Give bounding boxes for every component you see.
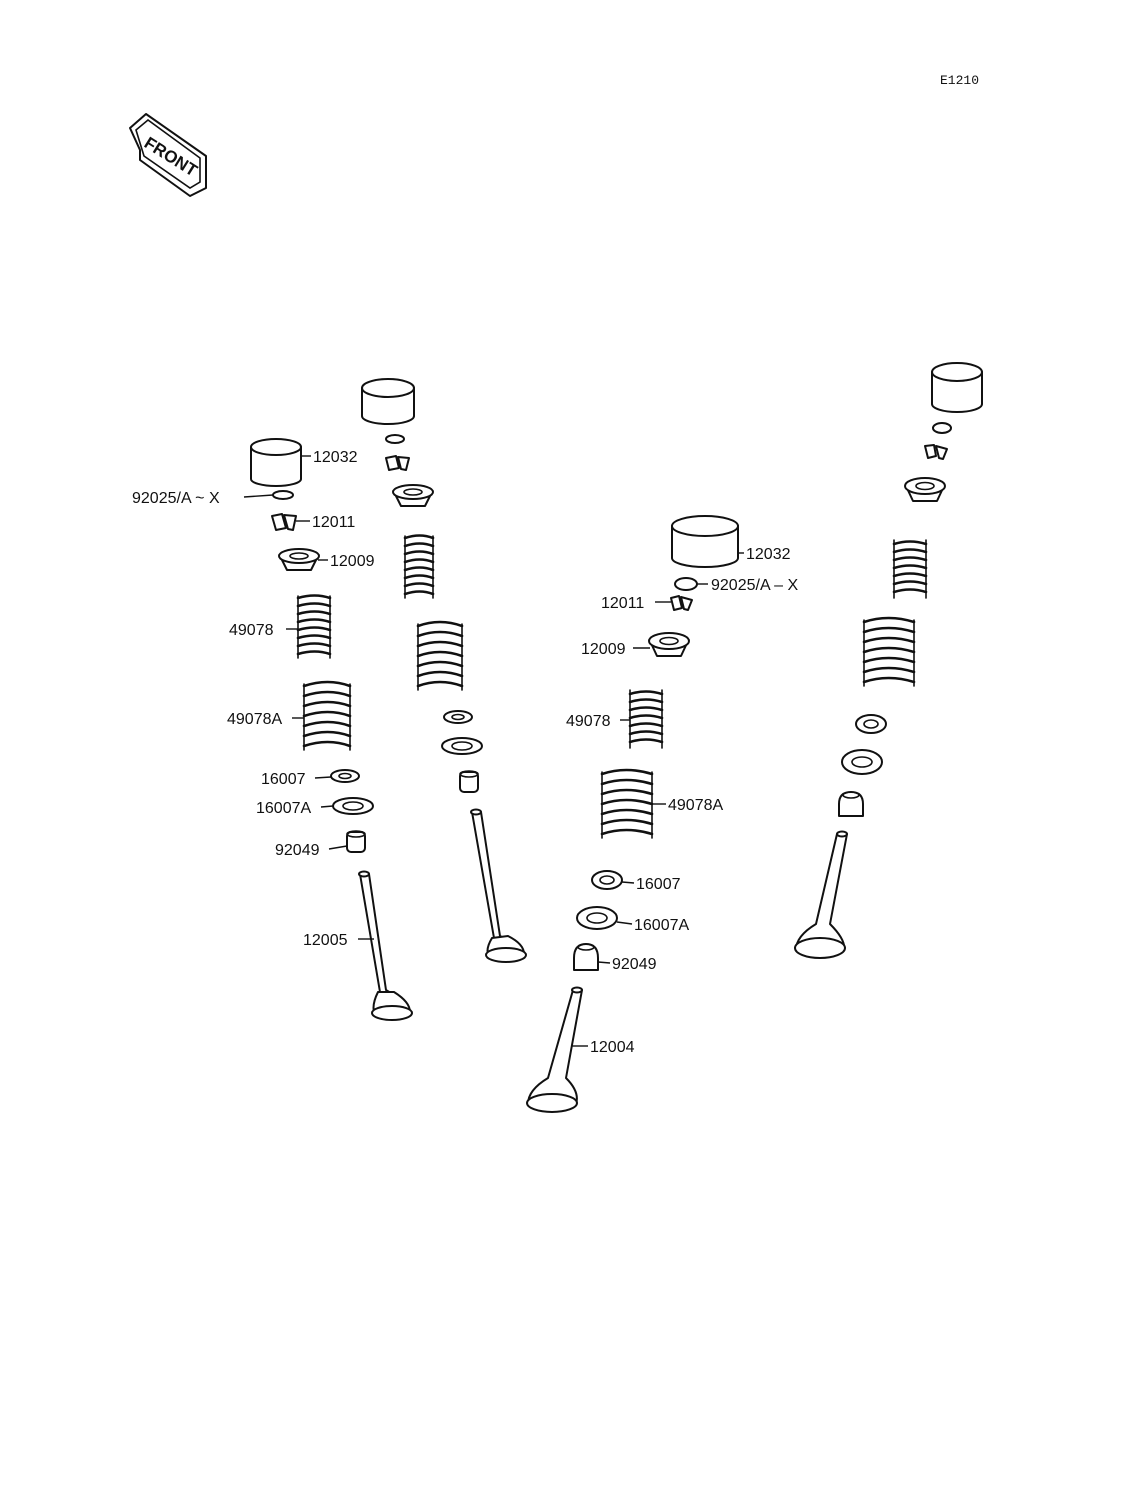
callout-12004: 12004 <box>590 1039 635 1056</box>
adjusting-shim <box>674 577 698 591</box>
spring-seat-large <box>576 906 618 930</box>
spring-retainer <box>904 477 946 502</box>
callout-16007a-left: 16007A <box>256 800 311 817</box>
spring-retainer <box>648 632 690 657</box>
callout-16007-center: 16007 <box>636 876 681 893</box>
callout-92049-left: 92049 <box>275 842 320 859</box>
callout-49078a-center: 49078A <box>668 797 723 814</box>
valve-tappet <box>250 438 302 487</box>
valve-set-right <box>794 362 983 959</box>
callout-49078-center: 49078 <box>566 713 611 730</box>
inner-valve-spring <box>628 689 664 749</box>
valve-set-second <box>361 378 527 963</box>
callout-labels: 12032 92025/A ~ X 12011 12009 49078 4907… <box>132 449 799 1056</box>
valve-set-center <box>526 515 739 1113</box>
spring-retainer <box>278 548 320 571</box>
valve-stem-seal <box>459 770 479 793</box>
callout-16007-left: 16007 <box>261 771 306 788</box>
valve-stem-seal <box>838 791 864 817</box>
spring-seat-large <box>841 749 883 775</box>
spring-seat <box>330 769 360 783</box>
callout-12011-left: 12011 <box>312 514 355 531</box>
adjusting-shim <box>272 490 294 500</box>
callout-12032-left: 12032 <box>313 449 358 466</box>
callout-92025-left: 92025/A ~ X <box>132 490 220 507</box>
callout-92025-center: 92025/A – X <box>711 577 799 594</box>
valve-cotter <box>670 595 693 611</box>
outer-valve-spring <box>600 768 654 839</box>
spring-seat <box>591 870 623 890</box>
inner-valve-spring <box>892 539 928 599</box>
adjusting-shim <box>385 434 405 444</box>
intake-valve <box>794 830 848 959</box>
callout-12009-center: 12009 <box>581 641 626 658</box>
callout-12009-left: 12009 <box>330 553 375 570</box>
callout-49078-left: 49078 <box>229 622 274 639</box>
valve-stem-seal <box>346 830 366 853</box>
valve-stem-seal <box>573 943 599 971</box>
valve-cotter <box>924 444 948 460</box>
front-arrow-icon: FRONT <box>129 113 207 197</box>
valve-cotter <box>271 513 297 531</box>
callout-16007a-center: 16007A <box>634 917 689 934</box>
spring-seat <box>855 714 887 734</box>
spring-retainer <box>392 484 434 507</box>
callout-12005: 12005 <box>303 932 348 949</box>
spring-seat <box>443 710 473 724</box>
callout-12032-center: 12032 <box>746 546 791 563</box>
outer-valve-spring <box>302 680 352 751</box>
exhaust-valve <box>470 808 527 963</box>
outer-valve-spring <box>416 620 464 691</box>
valve-cotter <box>385 455 410 471</box>
diagram-code: E1210 <box>940 73 979 88</box>
valve-tappet <box>361 378 415 425</box>
adjusting-shim <box>932 422 952 434</box>
callout-12011-center: 12011 <box>601 595 644 612</box>
valve-tappet <box>931 362 983 413</box>
spring-seat-large <box>441 737 483 755</box>
outer-valve-spring <box>862 616 916 687</box>
inner-valve-spring <box>403 534 435 599</box>
callout-92049-center: 92049 <box>612 956 657 973</box>
valve-tappet <box>671 515 739 568</box>
exhaust-valve <box>358 870 413 1021</box>
valve-set-left <box>250 438 413 1021</box>
spring-seat-large <box>332 797 374 815</box>
intake-valve <box>526 986 583 1113</box>
callout-49078a-left: 49078A <box>227 711 282 728</box>
leader-lines <box>243 455 744 1047</box>
inner-valve-spring <box>296 594 332 659</box>
